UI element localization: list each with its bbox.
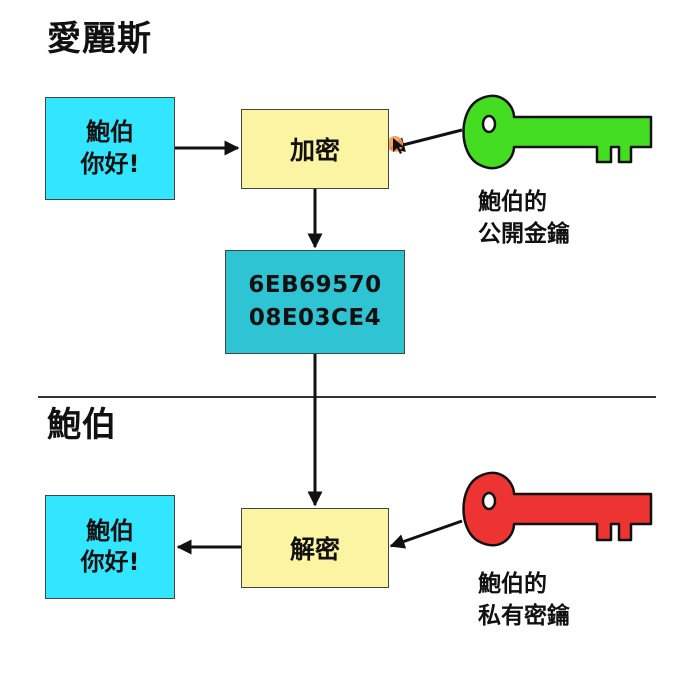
decrypted-line-2: 你好! [80,548,140,576]
ciphertext-line-1: 6EB69570 [248,271,382,298]
alice-section-title: 愛麗斯 [47,19,152,59]
bob-section-title: 鮑伯 [47,405,117,445]
decrypt-label: 解密 [289,535,340,564]
cursor-pointer-icon [393,138,404,154]
arrow-private-key-to-decrypt [389,519,463,549]
plaintext-line-2: 你好! [80,149,140,178]
encrypt-box: 加密 [241,109,389,189]
public-key-icon [462,94,653,170]
ciphertext-line-2: 08E03CE4 [248,305,382,331]
private-key-icon [462,471,653,547]
decrypted-line-1: 鮑伯 [86,516,134,545]
private-key-label: 鮑伯的 私有密鑰 [478,568,570,632]
plaintext-box: 鮑伯 你好! [45,97,175,200]
private-key-label-line-2: 私有密鑰 [478,603,570,630]
decrypted-box: 鮑伯 你好! [45,495,175,599]
private-key-label-line-1: 鮑伯的 [478,571,547,597]
public-key-label: 鮑伯的 公開金鑰 [478,186,570,250]
plaintext-line-1: 鮑伯 [86,118,134,147]
encrypt-label: 加密 [289,136,340,165]
decrypt-box: 解密 [241,508,389,588]
public-key-label-line-2: 公開金鑰 [478,221,570,248]
public-key-label-line-1: 鮑伯的 [478,189,547,215]
ciphertext-box: 6EB69570 08E03CE4 [225,250,405,354]
